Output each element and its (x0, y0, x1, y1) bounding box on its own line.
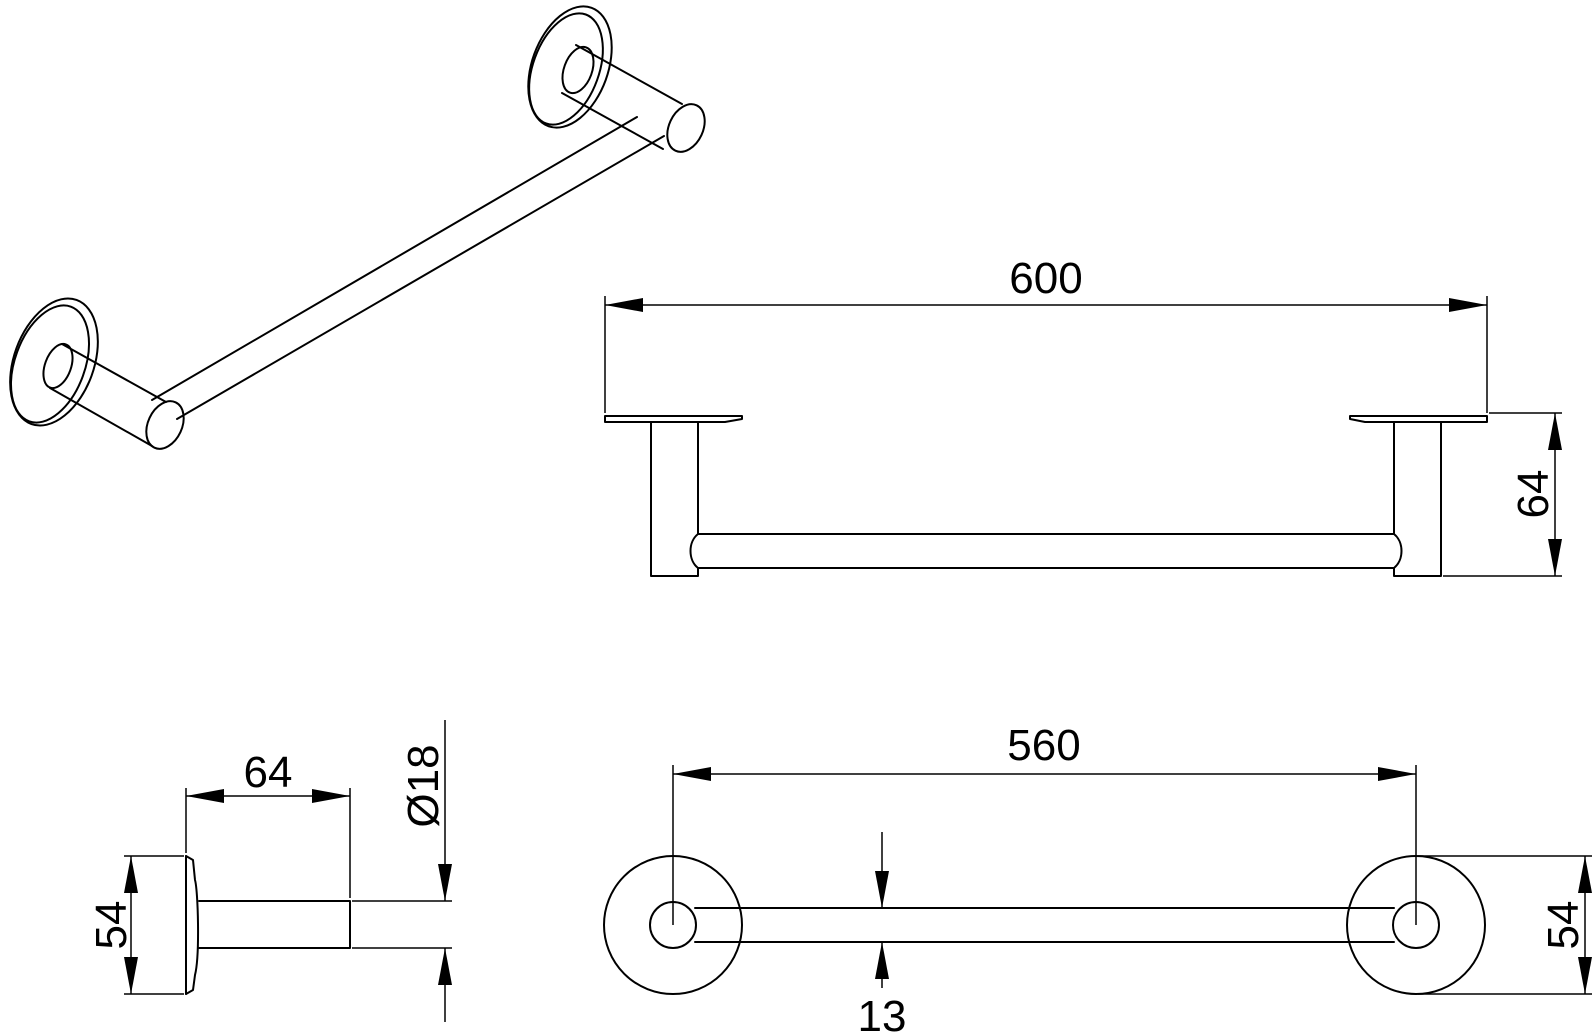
dim-label-64-front: 64 (1509, 470, 1558, 519)
dim-label-13: 13 (858, 992, 907, 1036)
side-view: 64 54 Ø18 (87, 720, 452, 1022)
dim-label-54-side: 54 (87, 901, 136, 950)
dim-label-560: 560 (1007, 721, 1080, 770)
dim-560: 560 (672, 721, 1417, 925)
iso-right-flange (527, 5, 613, 129)
front-right-post (1393, 421, 1442, 577)
dim-diameter-18: Ø18 (352, 720, 452, 1022)
side-flange (185, 855, 200, 995)
dim-64-front: 64 (1443, 412, 1562, 577)
iso-left-post (42, 342, 185, 450)
front-right-flange (1349, 415, 1488, 423)
top-view: 560 13 54 (603, 721, 1592, 1036)
side-post (198, 900, 351, 949)
dim-64-side: 64 (185, 748, 351, 898)
front-left-post (650, 421, 699, 577)
dim-label-64-side: 64 (244, 748, 293, 797)
dim-label-54-top: 54 (1539, 901, 1588, 950)
dim-13: 13 (858, 832, 907, 1036)
dim-label-600: 600 (1009, 254, 1082, 303)
dim-label-diameter-18: Ø18 (399, 744, 448, 827)
dim-54-top: 54 (1418, 855, 1592, 995)
front-view: 600 64 (604, 254, 1562, 577)
dim-54-side: 54 (87, 855, 184, 995)
isometric-view (9, 5, 706, 450)
iso-left-flange (9, 297, 99, 427)
front-left-flange (604, 415, 743, 423)
iso-right-post (561, 44, 706, 153)
iso-bar (151, 116, 665, 420)
dim-600: 600 (604, 254, 1488, 413)
